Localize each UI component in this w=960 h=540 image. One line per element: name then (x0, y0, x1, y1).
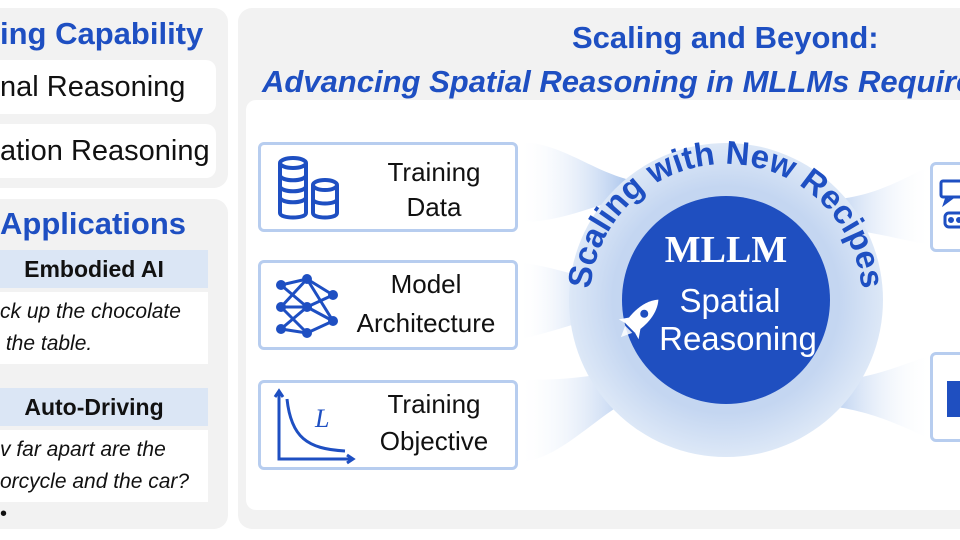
applications-title: Applications (0, 206, 187, 241)
app-line: v far apart are the (0, 438, 166, 461)
output-box-bottom (930, 352, 960, 442)
input-label-line2: Objective (379, 426, 489, 456)
input-label-line1: Training (387, 389, 481, 419)
main-title-line2: Advancing Spatial Reasoning in MLLMs Req… (262, 64, 960, 99)
input-label-line1: Model (390, 269, 462, 299)
ellipsis: • (0, 503, 8, 525)
input-box-model-architecture: Model Architecture (258, 260, 518, 350)
input-label-line2: Architecture (356, 308, 496, 338)
circle-line1: Spatial (679, 282, 781, 319)
app-title-driving: Auto-Driving (0, 388, 208, 426)
app-line: ck up the chocolate (0, 300, 181, 323)
app-line: the table. (0, 332, 93, 355)
connector-data (518, 142, 630, 222)
circle-heading: MLLM (664, 229, 788, 271)
chat-robot-icon (939, 179, 960, 229)
input-label-line2: Data (406, 192, 462, 222)
circle-line2: Reasoning (659, 320, 817, 357)
capability-item-1: nal Reasoning (0, 60, 216, 114)
input-box-training-objective: L Training Objective (258, 380, 518, 470)
output-box-top (930, 162, 960, 252)
inner-circle (622, 196, 830, 404)
input-label: Training Data (359, 155, 509, 225)
app-line: orcycle and the car? (0, 470, 190, 493)
rocket-icon (618, 299, 659, 340)
svg-text:L: L (314, 404, 329, 433)
database-icon (278, 156, 339, 220)
app-description-embodied: ck up the chocolate the table. (0, 292, 208, 364)
input-label-line1: Training (387, 157, 481, 187)
app-description-driving: v far apart are the orcycle and the car? (0, 430, 208, 502)
capability-label: ation Reasoning (0, 134, 210, 167)
neural-network-icon (276, 274, 338, 338)
main-title-line1: Scaling and Beyond: (572, 20, 879, 55)
capability-item-2: ation Reasoning (0, 124, 216, 178)
input-label: Training Objective (359, 387, 509, 459)
capability-label: nal Reasoning (0, 70, 186, 103)
capability-title: ing Capability (0, 16, 204, 51)
output-block-icon (947, 381, 960, 417)
connector-right-bottom (822, 355, 932, 440)
input-label: Model Architecture (341, 267, 511, 341)
input-box-training-data: Training Data (258, 142, 518, 232)
loss-curve-icon: L (273, 388, 356, 465)
app-title-embodied: Embodied AI (0, 250, 208, 288)
